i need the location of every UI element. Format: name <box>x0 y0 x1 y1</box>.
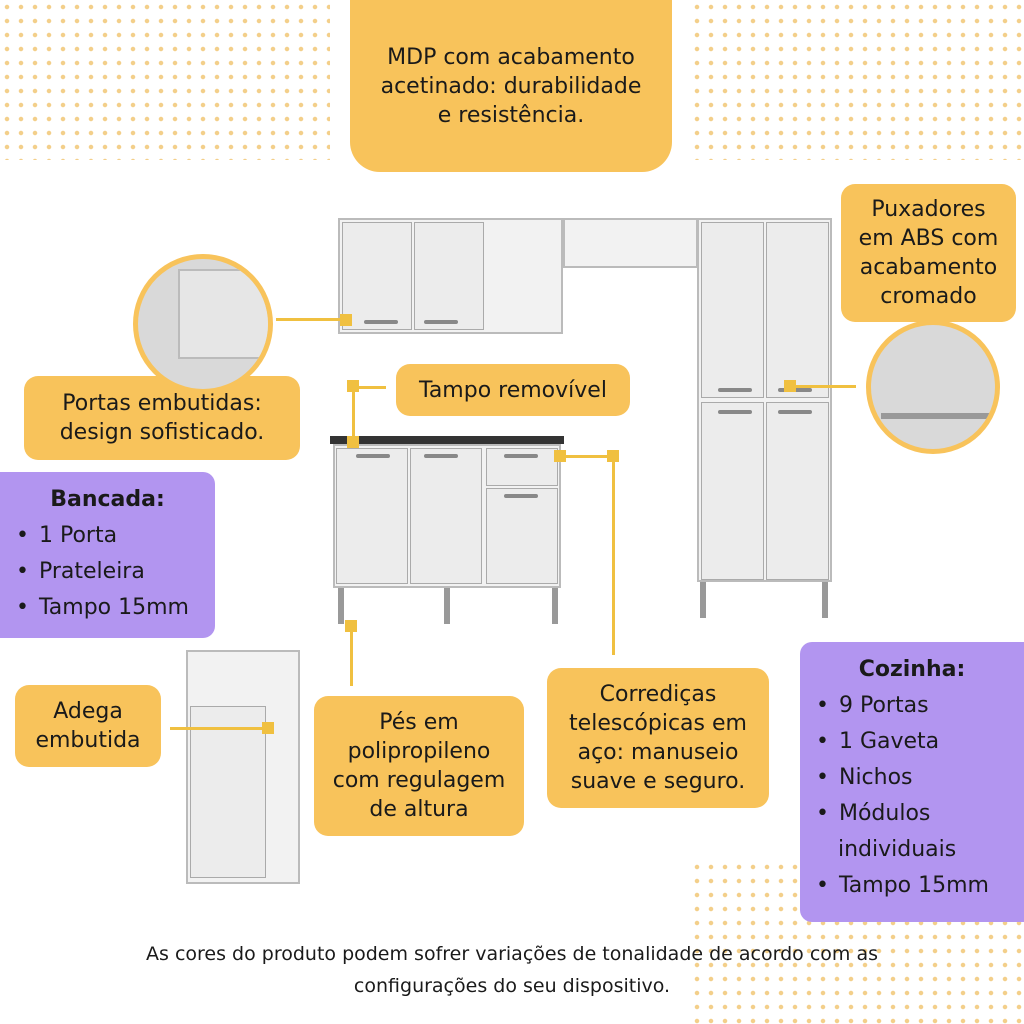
dot-pattern <box>690 0 1024 160</box>
cozinha-box: Cozinha: 9 Portas1 GavetaNichosMódulos i… <box>800 642 1024 922</box>
text-line: e resistência. <box>437 102 585 128</box>
list-item: Nichos <box>816 760 1008 796</box>
handle-detail-image <box>866 320 1000 454</box>
text-line: Tampo removível <box>419 377 607 403</box>
callout-portas: Portas embutidas: design sofisticado. <box>24 376 300 460</box>
list-item: 9 Portas <box>816 688 1008 724</box>
text-line: telescópicas em <box>569 711 747 736</box>
list-item: 1 Porta <box>16 518 199 554</box>
callout-puxadores: Puxadores em ABS com acabamento cromado <box>841 184 1016 322</box>
text-line: As cores do produto podem sofrer variaçõ… <box>146 943 878 965</box>
list-item: 1 Gaveta <box>816 724 1008 760</box>
bancada-box: Bancada: 1 PortaPrateleiraTampo 15mm <box>0 472 215 638</box>
dot-pattern <box>0 0 330 160</box>
list-item: Módulos individuais <box>816 796 1008 868</box>
list-item: Tampo 15mm <box>816 868 1008 904</box>
text-line: aço: manuseio <box>577 740 739 765</box>
text-line: Adega <box>53 699 123 724</box>
text-line: Puxadores <box>871 197 986 222</box>
text-line: suave e seguro. <box>570 769 746 794</box>
text-line: embutida <box>35 728 141 753</box>
text-line: design sofisticado. <box>59 420 265 445</box>
bancada-title: Bancada: <box>50 487 165 512</box>
text-line: Corrediças <box>599 682 717 707</box>
text-line: com regulagem <box>332 768 506 793</box>
text-line: cromado <box>880 284 977 309</box>
callout-adega: Adega embutida <box>15 685 161 767</box>
door-detail-image <box>133 254 273 394</box>
disclaimer: As cores do produto podem sofrer variaçõ… <box>0 938 1024 1002</box>
text-line: polipropileno <box>347 739 491 764</box>
callout-corredicas: Corrediças telescópicas em aço: manuseio su… <box>547 668 769 808</box>
cozinha-title: Cozinha: <box>858 657 966 682</box>
list-item: Tampo 15mm <box>16 590 199 626</box>
callout-tampo: Tampo removível <box>396 364 630 416</box>
text-line: Pés em <box>379 710 459 735</box>
callout-pes: Pés em polipropileno com regulagem de altur… <box>314 696 524 836</box>
text-line: de altura <box>369 797 469 822</box>
callout-mdp: MDP com acabamento acetinado: durabilidad… <box>350 0 672 172</box>
text-line: em ABS com <box>858 226 999 251</box>
text-line: MDP com acabamento <box>387 44 635 70</box>
text-line: Portas embutidas: <box>62 391 262 416</box>
text-line: acetinado: durabilidade <box>380 73 642 99</box>
text-line: configurações do seu dispositivo. <box>353 975 671 997</box>
list-item: Prateleira <box>16 554 199 590</box>
text-line: acabamento <box>859 255 998 280</box>
